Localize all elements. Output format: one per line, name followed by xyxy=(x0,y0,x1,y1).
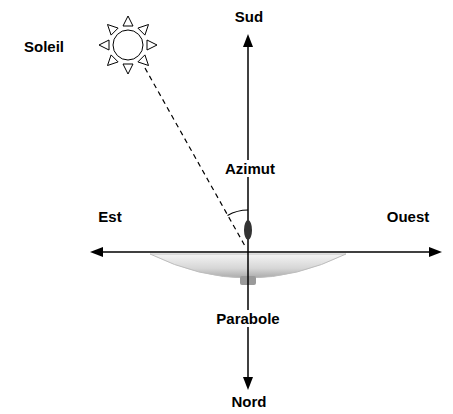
direction-label: Nord xyxy=(230,393,269,410)
arrow-head xyxy=(90,247,103,257)
angle-label: Azimut xyxy=(223,160,277,177)
north-south-axis xyxy=(247,44,249,380)
dish-label: Parabole xyxy=(214,310,281,327)
direction-label: Est xyxy=(96,208,123,225)
direction-label: Ouest xyxy=(385,208,432,225)
arrow-head xyxy=(243,377,253,390)
direction-label: Sud xyxy=(233,8,265,25)
sun-symbol xyxy=(99,16,157,74)
east-west-axis xyxy=(100,251,432,253)
sun-direction-line xyxy=(145,68,245,246)
arrow-head xyxy=(243,34,253,47)
lnb-feed xyxy=(244,220,252,240)
angle-arc xyxy=(228,210,249,215)
sun-label: Soleil xyxy=(22,38,66,55)
arrow-head xyxy=(429,247,442,257)
